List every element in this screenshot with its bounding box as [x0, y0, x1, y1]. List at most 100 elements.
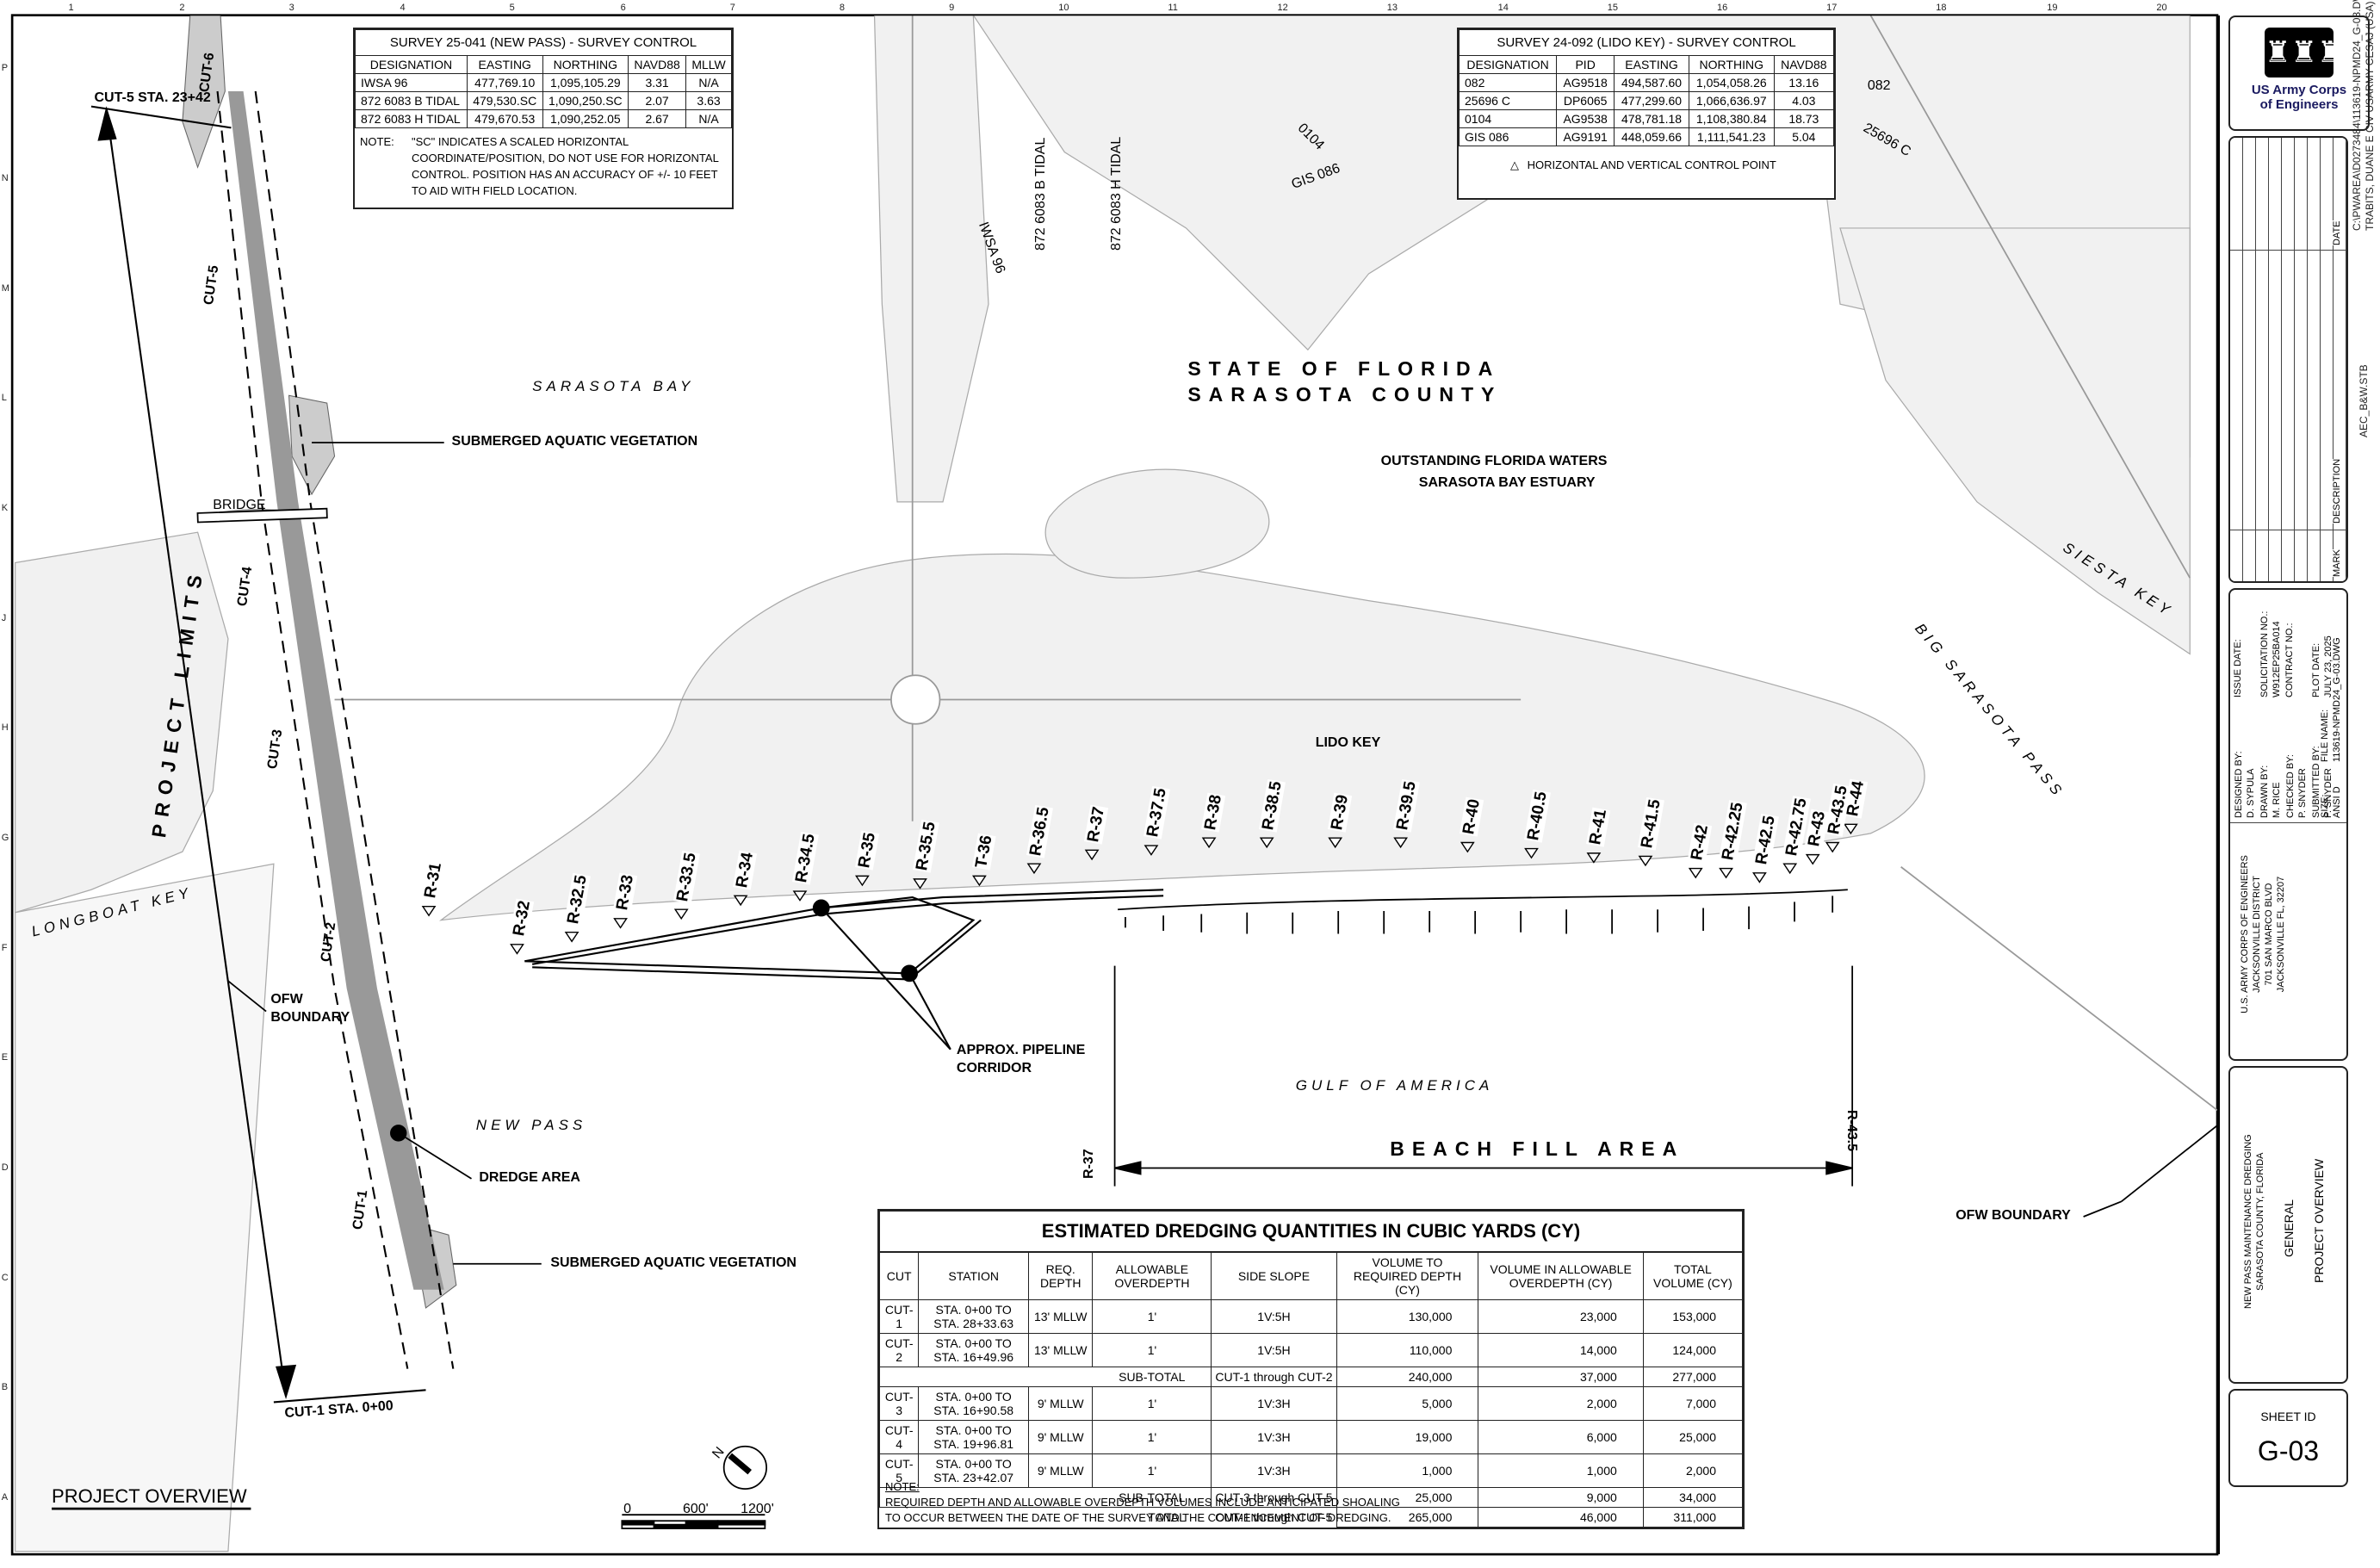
monument-marker-icon	[792, 890, 808, 902]
monument-marker-icon	[1825, 841, 1840, 853]
grid-column-label: 15	[1607, 2, 1619, 13]
grid-row-label: A	[1, 1492, 9, 1503]
monument-marker-icon	[1752, 872, 1767, 883]
grid-column-label: 8	[839, 2, 846, 13]
dredging-table-title: ESTIMATED DREDGING QUANTITIES IN CUBIC Y…	[879, 1211, 1743, 1253]
table-cell: 478,781.18	[1614, 109, 1689, 128]
agency-line: U.S. ARMY CORPS OF ENGINEERS	[2240, 855, 2250, 1013]
column-header: DESIGNATION	[355, 55, 468, 74]
dredging-note: NOTE: REQUIRED DEPTH AND ALLOWABLE OVERD…	[885, 1479, 1400, 1526]
sheet-title-2: PROJECT OVERVIEW	[2312, 1158, 2326, 1283]
pipeline-label: CORRIDOR	[956, 1060, 1032, 1075]
table-cell: 1,111,541.23	[1688, 127, 1775, 146]
table-cell: STA. 0+00 TO STA. 19+96.81	[918, 1420, 1029, 1454]
control-point-label: 872 6083 B TIDAL	[1032, 138, 1048, 251]
table-cell: CUT-1	[878, 1299, 920, 1334]
column-header: NORTHING	[542, 55, 629, 74]
monument-marker-icon	[1586, 852, 1602, 864]
grid-column-label: 9	[949, 2, 955, 13]
table-cell: 34,000	[1642, 1487, 1744, 1508]
table-cell: CUT-4	[878, 1420, 920, 1454]
project-line-2: SARASOTA COUNTY, FLORIDA	[2255, 1152, 2265, 1291]
dredge-area-leader	[227, 442, 2218, 1265]
grid-row-label: G	[1, 833, 9, 844]
table-cell: 37,000	[1478, 1367, 1644, 1387]
table-cell: 110,000	[1336, 1333, 1479, 1367]
land-lido-key	[438, 553, 1925, 921]
monument-marker-icon	[855, 875, 870, 887]
issue-date: ISSUE DATE:	[2233, 639, 2243, 697]
beach-fill-label: BEACH FILL AREA	[1390, 1137, 1685, 1160]
dredging-quantities-table: ESTIMATED DREDGING QUANTITIES IN CUBIC Y…	[877, 1209, 1745, 1529]
monument-marker-icon	[1144, 845, 1159, 856]
survey-table-title: SURVEY 24-092 (LIDO KEY) - SURVEY CONTRO…	[1459, 29, 1834, 56]
cut5-station-label: CUT-5 STA. 23+42	[94, 90, 211, 105]
table-cell: N/A	[685, 109, 732, 128]
grid-column-label: 4	[400, 2, 406, 13]
monument-marker-icon	[1026, 863, 1042, 875]
sav-label: SUBMERGED AQUATIC VEGETATION	[451, 434, 698, 449]
land-siesta-key	[1839, 227, 2191, 655]
control-point-legend: △ HORIZONTAL AND VERTICAL CONTROL POINT	[1459, 146, 1834, 172]
table-cell: 3.63	[685, 91, 732, 110]
table-cell: 0104	[1458, 109, 1558, 128]
table-cell: 5.04	[1773, 127, 1835, 146]
table-cell: 13' MLLW	[1027, 1299, 1094, 1334]
table-cell: 13.16	[1773, 73, 1835, 92]
table-cell: 25696 C	[1458, 91, 1558, 110]
solicitation-value: W912EP25BA014	[2272, 621, 2282, 697]
grid-column-label: 11	[1168, 2, 1178, 13]
plot-date-value: JULY 23, 2025	[2323, 635, 2334, 697]
grid-row-label: M	[1, 282, 9, 294]
table-cell: 479,670.53	[466, 109, 543, 128]
table-cell: 1'	[1092, 1299, 1212, 1334]
column-header: NORTHING	[1688, 55, 1775, 74]
table-cell: 479,530.SC	[466, 91, 543, 110]
survey-note-text: "SC" INDICATES A SCALED HORIZONTAL COORD…	[412, 135, 719, 197]
column-header: VOLUME TO REQUIRED DEPTH (CY)	[1336, 1251, 1479, 1300]
table-cell: 1V:3H	[1211, 1453, 1337, 1488]
table-cell: 130,000	[1336, 1299, 1479, 1334]
column-header: NAVD88	[628, 55, 687, 74]
table-cell: 1'	[1092, 1386, 1212, 1421]
grid-row-label: N	[1, 172, 9, 183]
table-cell: 1V:3H	[1211, 1386, 1337, 1421]
table-cell: CUT-3 through CUT-5	[1211, 1487, 1337, 1508]
column-header: EASTING	[466, 55, 543, 74]
sheet-id-label: SHEET ID	[2260, 1410, 2316, 1423]
table-cell: CUT-1 through CUT-5	[1215, 1510, 1333, 1525]
table-cell: 2,000	[1642, 1453, 1744, 1488]
table-cell: 277,000	[1642, 1367, 1744, 1387]
grid-column-label: 20	[2156, 2, 2167, 13]
grid-column-label: 3	[288, 2, 294, 13]
table-cell: SUB-TOTAL	[878, 1367, 1212, 1387]
column-header: NAVD88	[1773, 55, 1835, 74]
monument-marker-icon	[733, 895, 748, 907]
table-cell: 1V:5H	[1211, 1333, 1337, 1367]
table-cell: 3.31	[628, 73, 687, 92]
grid-column-label: 16	[1716, 2, 1728, 13]
agency-line: 701 SAN MARCO BLVD	[2264, 883, 2274, 986]
table-cell: STA. 0+00 TO STA. 16+49.96	[918, 1333, 1029, 1367]
table-cell: 494,587.60	[1614, 73, 1689, 92]
new-pass-label: NEW PASS	[475, 1117, 587, 1134]
column-header: PID	[1556, 55, 1615, 74]
grid-row-label: D	[1, 1162, 9, 1174]
survey-note-label: NOTE:	[360, 135, 394, 148]
rev-date-header: DATE	[2332, 220, 2342, 245]
agency-line: JACKSONVILLE DISTRICT	[2252, 876, 2262, 993]
survey-note: NOTE: "SC" INDICATES A SCALED HORIZONTAL…	[355, 128, 732, 208]
land-longboat-south	[15, 863, 275, 1553]
monument-marker-icon	[1805, 853, 1820, 865]
monument-markers	[421, 823, 1858, 955]
logo-line-2: of Engineers	[2259, 97, 2339, 112]
monument-marker-icon	[1688, 867, 1703, 879]
table-cell: STA. 0+00 TO STA. 28+33.63	[918, 1299, 1029, 1334]
checked-by-label: CHECKED BY:	[2285, 754, 2296, 818]
grid-row-label: E	[1, 1052, 9, 1063]
column-header: STATION	[918, 1251, 1029, 1300]
table-cell: 7,000	[1642, 1386, 1744, 1421]
